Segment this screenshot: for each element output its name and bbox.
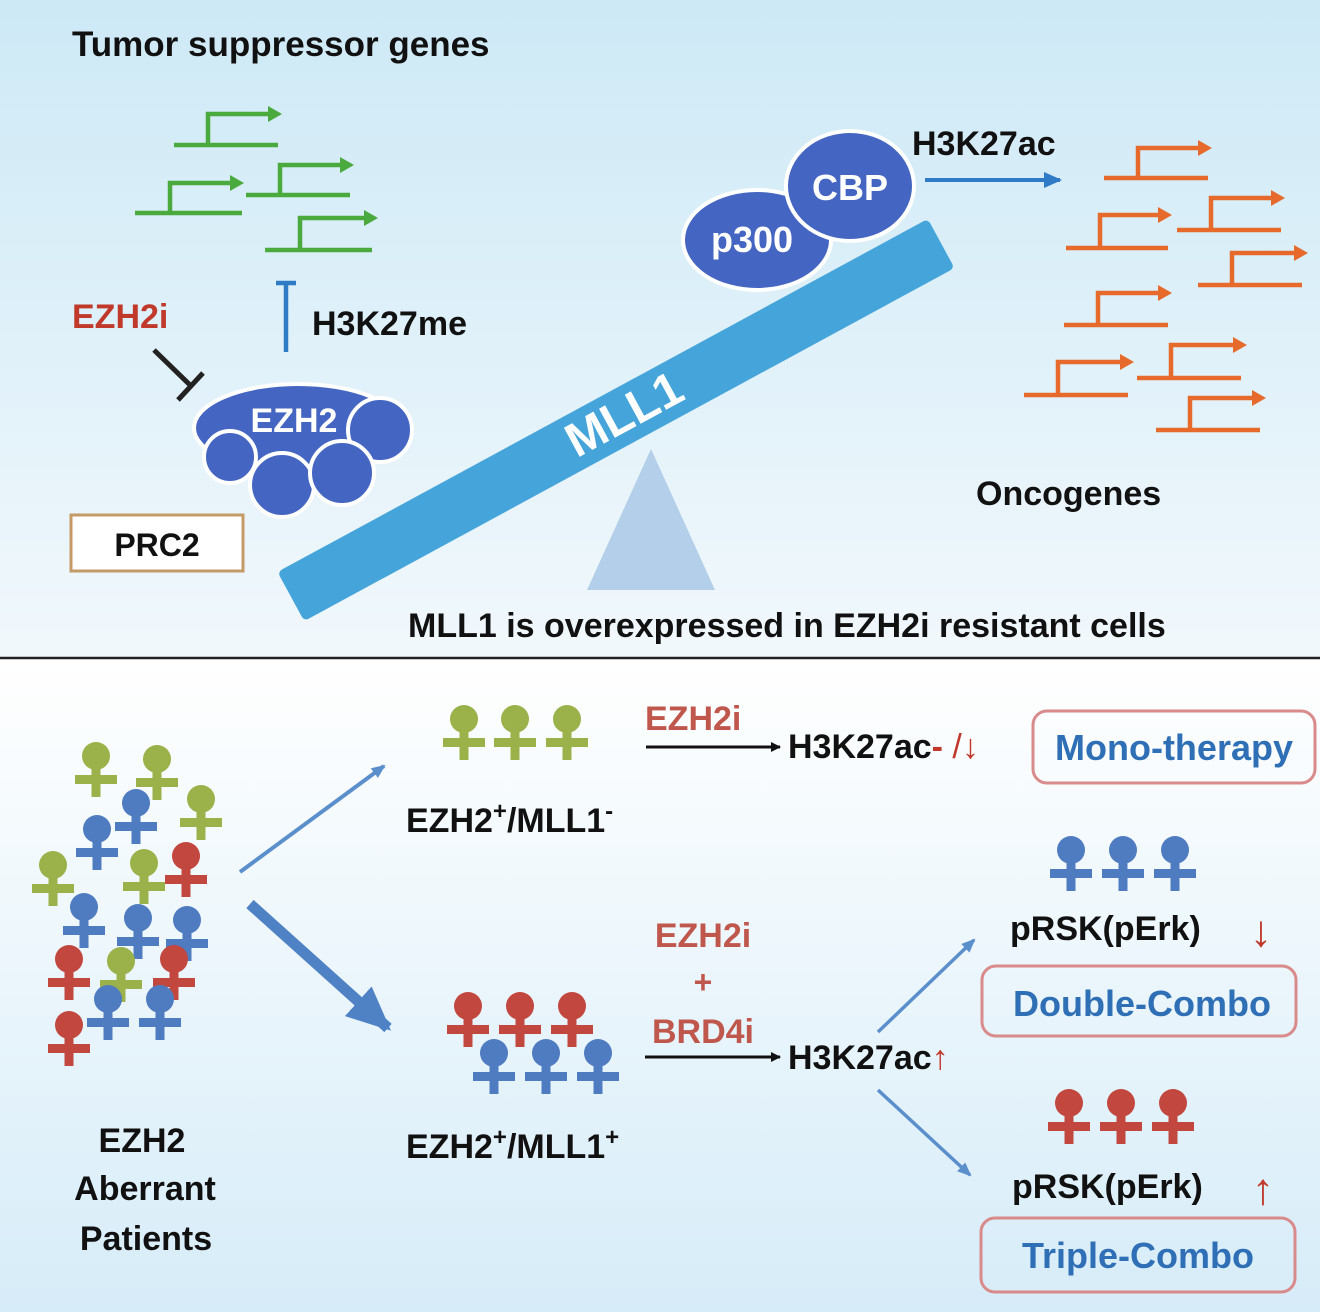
person-icon <box>473 1039 515 1094</box>
person-icon <box>1048 1089 1090 1144</box>
person-icon <box>123 849 165 904</box>
gene-arrow-icon <box>135 175 244 216</box>
double-arrow-label: ↓ <box>1250 907 1272 956</box>
gene-arrow-icon <box>246 157 354 198</box>
h3k27me-label: H3K27me <box>312 305 467 343</box>
mono-drug-label: EZH2i <box>645 700 741 738</box>
person-icon <box>180 785 222 840</box>
triple-combo-box <box>979 1216 1297 1294</box>
person-icon <box>525 1039 567 1094</box>
person-icon <box>577 1039 619 1094</box>
combo-plus-label: + <box>694 964 713 1000</box>
gene-arrow-icon <box>1024 354 1134 398</box>
person-icon <box>117 904 159 959</box>
split-arrow-upper <box>238 764 386 874</box>
mono-therapy-box <box>1031 709 1317 785</box>
mono-therapy-label: Mono-therapy <box>1055 727 1293 768</box>
tumor-suppressor-title: Tumor suppressor genes <box>72 25 490 64</box>
person-icon <box>63 893 105 948</box>
ezh2i-label-top: EZH2i <box>72 298 168 336</box>
combo-drug2-label: BRD4i <box>652 1013 754 1051</box>
person-icon <box>1100 1089 1142 1144</box>
person-icon <box>48 945 90 1000</box>
gene-arrow-icon <box>1156 390 1266 433</box>
person-icon <box>546 705 588 760</box>
person-icon <box>1102 836 1144 891</box>
seesaw-fulcrum <box>587 449 715 590</box>
mll1-negative-group <box>443 705 588 760</box>
person-icon <box>499 992 541 1047</box>
triple-combo-group <box>1048 1089 1194 1144</box>
triple-arrow-label: ↑ <box>1252 1165 1274 1214</box>
person-icon <box>87 985 129 1040</box>
gene-arrow-icon <box>1137 337 1247 381</box>
prc2-box <box>69 513 245 573</box>
patients-label-line3: Patients <box>80 1220 212 1258</box>
prc2-label: PRC2 <box>114 527 199 563</box>
double-combo-group <box>1050 836 1196 891</box>
person-icon <box>136 745 178 800</box>
oncogenes-label: Oncogenes <box>976 475 1161 513</box>
person-icon <box>139 985 181 1040</box>
tumor-suppressor-gene-symbols <box>135 106 378 253</box>
gene-arrow-icon <box>1066 207 1172 251</box>
person-icon <box>100 947 142 1002</box>
mono-effect-label: H3K27ac- /↓ <box>788 728 979 766</box>
gene-arrow-icon <box>1104 140 1212 181</box>
group2-label: EZH2+/MLL1+ <box>406 1124 619 1166</box>
person-icon <box>115 789 157 844</box>
person-icon <box>48 1011 90 1066</box>
h3k27me-inhibition-arrow <box>276 280 296 352</box>
p300-label: p300 <box>711 219 793 260</box>
split-arrow-lower <box>246 899 392 1033</box>
group1-label: EZH2+/MLL1- <box>406 798 613 840</box>
person-icon <box>165 842 207 897</box>
person-icon <box>153 945 195 1000</box>
cbp-node <box>784 129 916 243</box>
gene-arrow-icon <box>1064 285 1172 328</box>
mll1-positive-group <box>447 992 619 1094</box>
top-caption: MLL1 is overexpressed in EZH2i resistant… <box>408 607 1166 645</box>
double-marker-label: pRSK(pErk) <box>1010 910 1201 948</box>
person-icon <box>1152 1089 1194 1144</box>
bottom-panel-background <box>0 659 1320 1312</box>
patient-population <box>32 742 222 1066</box>
ezh2-complex <box>192 382 414 519</box>
triple-marker-label: pRSK(pErk) <box>1012 1168 1203 1206</box>
person-icon <box>76 815 118 870</box>
h3k27ac-label-top: H3K27ac <box>912 125 1056 163</box>
double-combo-label: Double-Combo <box>1013 983 1271 1024</box>
coactivator-complex <box>681 129 916 292</box>
person-icon <box>1154 836 1196 891</box>
branch-arrow-double <box>876 938 976 1034</box>
combo-drug1-label: EZH2i <box>655 917 751 955</box>
gene-arrow-icon <box>1198 245 1308 288</box>
gene-arrow-icon <box>174 106 282 148</box>
person-icon <box>1050 836 1092 891</box>
person-icon <box>75 742 117 797</box>
ezh2-label: EZH2 <box>251 402 338 440</box>
gene-arrow-icon <box>1177 190 1285 233</box>
oncogene-symbols <box>1024 140 1308 433</box>
double-combo-box <box>980 964 1298 1038</box>
cbp-label: CBP <box>812 167 888 208</box>
gene-arrow-icon <box>265 210 378 253</box>
person-icon <box>166 906 208 961</box>
ezh2i-inhibition-icon <box>152 348 205 402</box>
patients-label-line2: Aberrant <box>74 1170 216 1208</box>
person-icon <box>443 705 485 760</box>
patients-label-line1: EZH2 <box>99 1122 186 1160</box>
branch-arrow-triple <box>876 1088 972 1177</box>
combo-effect-label: H3K27ac↑ <box>788 1039 949 1077</box>
person-icon <box>551 992 593 1047</box>
person-icon <box>447 992 489 1047</box>
person-icon <box>32 851 74 906</box>
person-icon <box>494 705 536 760</box>
triple-combo-label: Triple-Combo <box>1022 1235 1254 1276</box>
